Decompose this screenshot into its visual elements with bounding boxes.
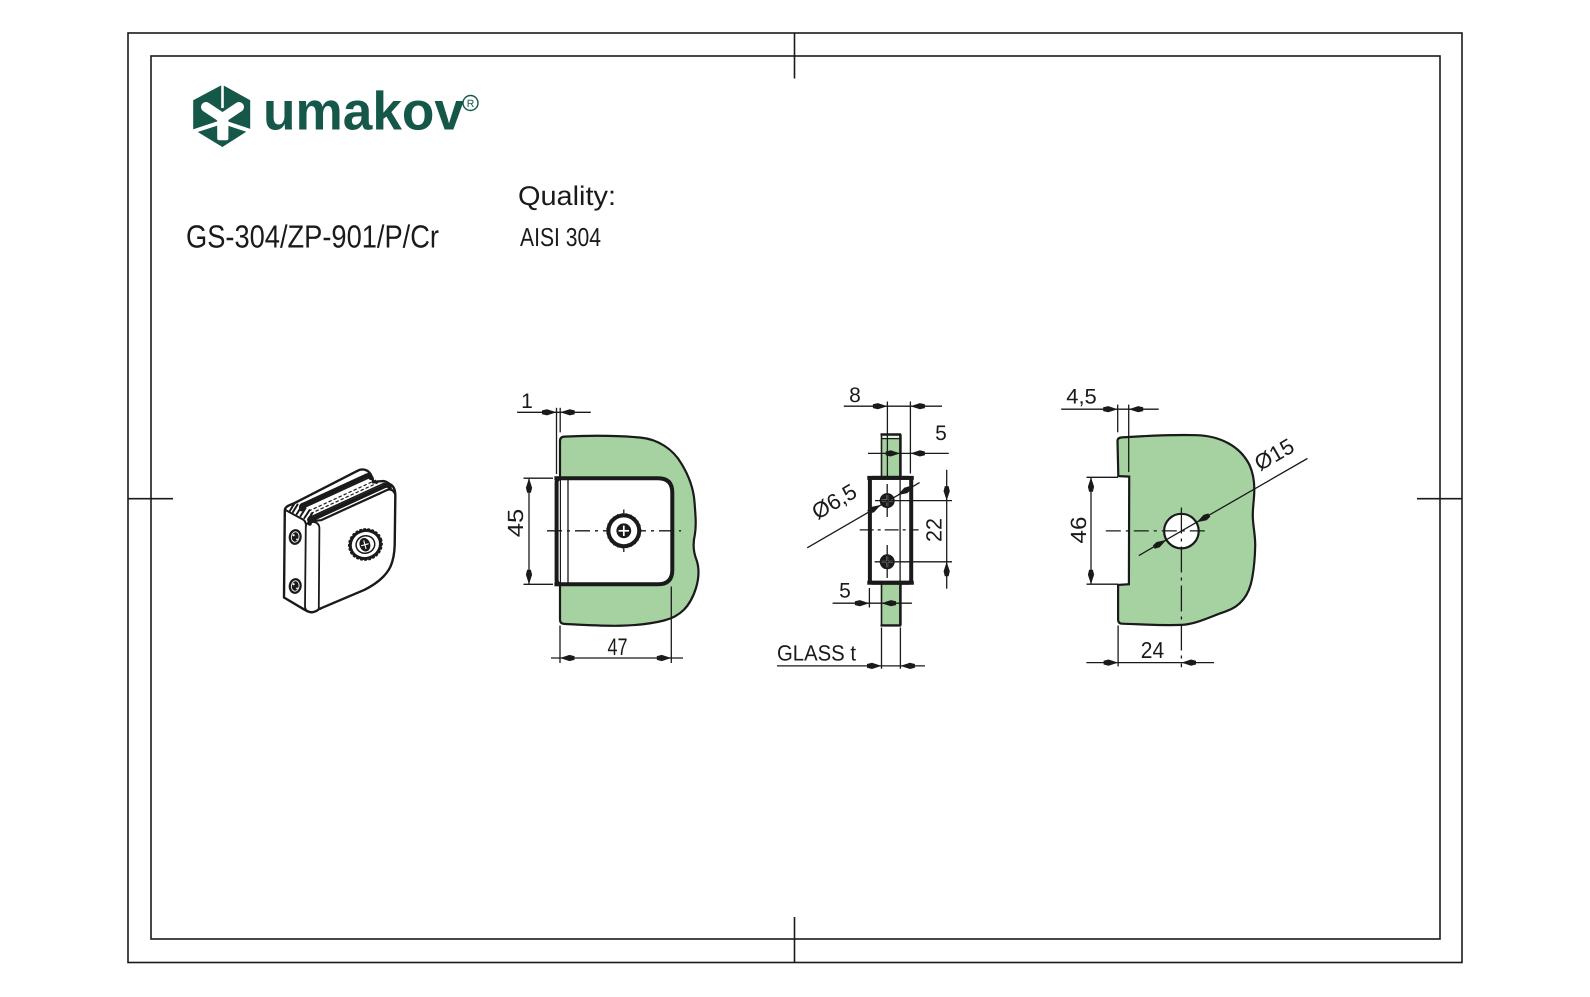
svg-text:47: 47	[608, 634, 628, 661]
svg-text:Ø15: Ø15	[1250, 433, 1299, 475]
svg-text:24: 24	[1141, 637, 1165, 663]
svg-text:4,5: 4,5	[1066, 386, 1097, 409]
svg-text:22: 22	[922, 518, 947, 542]
svg-text:Quality:: Quality:	[518, 181, 616, 211]
svg-text:AISI 304: AISI 304	[520, 222, 601, 252]
svg-text:Ø6,5: Ø6,5	[807, 479, 861, 525]
svg-text:46: 46	[1066, 517, 1091, 544]
svg-text:R: R	[467, 98, 475, 110]
svg-text:GLASS t: GLASS t	[777, 641, 856, 666]
svg-text:umakov: umakov	[263, 82, 464, 142]
svg-text:5: 5	[935, 422, 947, 445]
svg-text:1: 1	[521, 390, 533, 413]
svg-text:8: 8	[849, 384, 861, 407]
svg-text:GS-304/ZP-901/P/Cr: GS-304/ZP-901/P/Cr	[186, 219, 439, 255]
svg-text:45: 45	[503, 509, 528, 538]
svg-text:5: 5	[839, 580, 851, 603]
